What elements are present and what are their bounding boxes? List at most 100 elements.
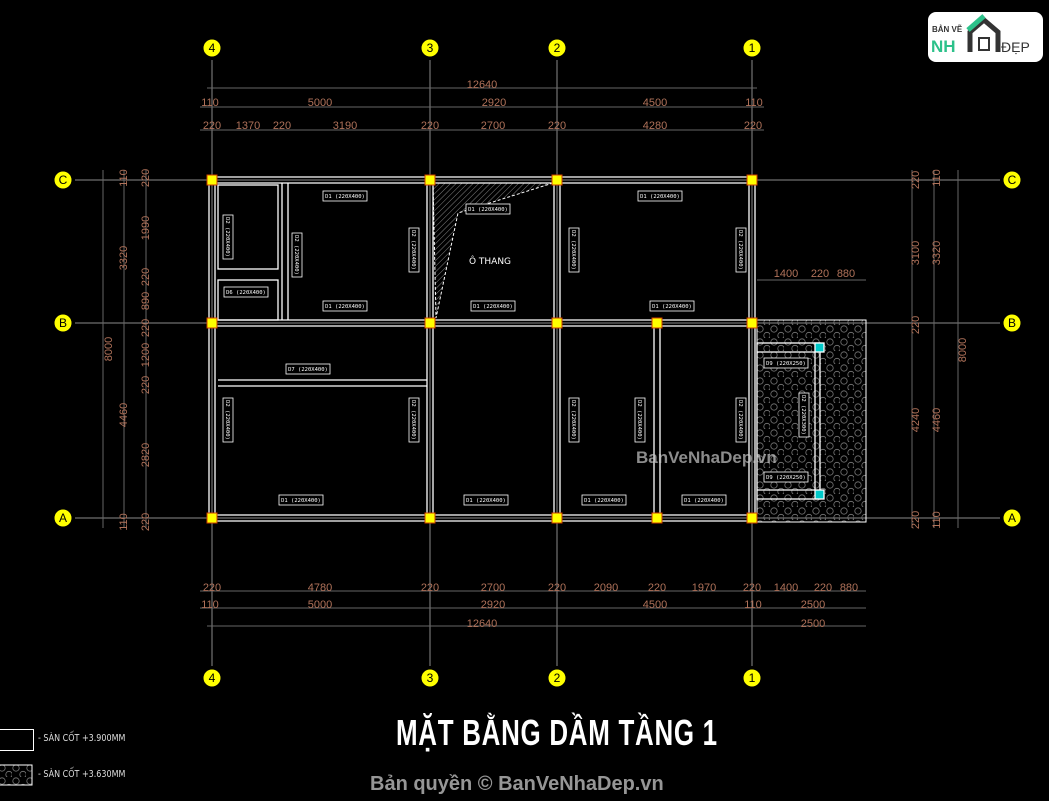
- beam-tag: D9 (220X250): [766, 475, 806, 481]
- column: [551, 174, 563, 186]
- columns: [206, 174, 758, 524]
- axis-label: B: [59, 316, 67, 330]
- dimension-text: 4460: [931, 408, 943, 432]
- beam-tag-box: [681, 494, 727, 506]
- column: [424, 512, 436, 524]
- legend-hatched-swatch: [0, 764, 33, 786]
- beam-tag-box: [463, 494, 509, 506]
- beam-tag: D2 (220X400): [410, 400, 416, 440]
- beam-tag-box: [465, 203, 511, 215]
- dimension-text: 2500: [801, 599, 825, 611]
- beam-tag: D1 (220X400): [473, 304, 513, 310]
- dimension-text: 220: [744, 120, 762, 132]
- axis-bubble: [742, 668, 762, 688]
- dimension-text: 3100: [910, 241, 922, 265]
- beam-tag: D2 (220X400): [737, 400, 743, 440]
- beam-tag: D2 (220X400): [636, 400, 642, 440]
- axis-bubble: [420, 668, 440, 688]
- dimension-text: 4500: [643, 599, 667, 611]
- beam-tag: D2 (220X400): [570, 230, 576, 270]
- beam-tag: D2 (220X400): [224, 217, 230, 257]
- dimension-text: 110: [118, 513, 130, 531]
- beam-tag: D1 (220X400): [652, 304, 692, 310]
- dimension-text: 5000: [308, 97, 332, 109]
- dimension-text: 220: [140, 268, 152, 286]
- column: [746, 317, 758, 329]
- dimension-text: 1970: [692, 582, 716, 594]
- dimension-text: 8000: [103, 337, 115, 361]
- column: [206, 174, 218, 186]
- house-icon: [967, 16, 1001, 52]
- dimension-text: 220: [140, 513, 152, 531]
- dimension-text: 2700: [481, 582, 505, 594]
- beam-tag: D7 (220X400): [288, 367, 328, 373]
- dimension-text: 3190: [333, 120, 357, 132]
- dimension-text: 220: [548, 120, 566, 132]
- column: [551, 317, 563, 329]
- dimension-text: 220: [814, 582, 832, 594]
- axis-label: 1: [749, 41, 756, 55]
- beam-tag: D2 (220X400): [410, 230, 416, 270]
- axis-label: C: [1008, 173, 1017, 187]
- dimension-text: 2920: [482, 97, 506, 109]
- axis-bubble: [420, 38, 440, 58]
- dimension-text: 220: [811, 268, 829, 280]
- beam-tag-box: [222, 214, 234, 260]
- watermark-center: BanVeNhaDep.vn: [636, 448, 777, 467]
- axis-bubble: [202, 38, 222, 58]
- beam-tag-box: [322, 190, 368, 202]
- dimension-text: 12640: [467, 79, 498, 91]
- dimension-text: 110: [201, 599, 219, 611]
- drawing-title: MẶT BẰNG DẦM TẦNG 1: [396, 712, 718, 753]
- legend-plain-swatch: [0, 729, 34, 751]
- dimension-text: 12640: [467, 618, 498, 630]
- brand-logo: BẢN VẼ NH ĐẸP: [928, 12, 1043, 62]
- dimension-text: 2700: [481, 120, 505, 132]
- axis-label: A: [1008, 511, 1016, 525]
- beam-tag-box: [581, 494, 627, 506]
- dimension-text: 110: [931, 169, 943, 187]
- dimension-text: 220: [421, 120, 439, 132]
- stair-room-label: Ô THANG: [469, 255, 511, 267]
- beam-tag: D1 (220X400): [640, 194, 680, 200]
- beam-tag-box: [649, 300, 695, 312]
- axis-bubble: [1002, 170, 1022, 190]
- axis-bubble: [202, 668, 222, 688]
- dimension-text: 220: [743, 582, 761, 594]
- dimension-text: 110: [744, 599, 762, 611]
- dimension-text: 110: [201, 97, 219, 109]
- dimension-text: 220: [140, 319, 152, 337]
- dimension-text: 220: [910, 511, 922, 529]
- dimension-text: 220: [648, 582, 666, 594]
- axis-label: 4: [209, 41, 216, 55]
- beam-tag-box: [735, 397, 747, 443]
- beam-tag: D2 (220X400): [293, 235, 299, 275]
- beam-tag-box: [637, 190, 683, 202]
- dimension-text: 1400: [774, 268, 798, 280]
- dimension-text: 1400: [774, 582, 798, 594]
- beam-tag: D1 (220X400): [684, 498, 724, 504]
- beam-tag-box: [568, 397, 580, 443]
- beam-tag-box: [285, 363, 331, 375]
- dimension-text: 110: [118, 169, 130, 187]
- beam-tag: D1 (220X400): [325, 194, 365, 200]
- beam-tag: D1 (220X400): [281, 498, 321, 504]
- beam-line: [217, 279, 279, 321]
- beam-tag: D9 (220X250): [766, 361, 806, 367]
- dimension-text: 220: [421, 582, 439, 594]
- beam-tag-box: [735, 227, 747, 273]
- axis-label: 3: [427, 671, 434, 685]
- beam-tag-box: [223, 286, 269, 298]
- axis-label: 1: [749, 671, 756, 685]
- beam-tag: D2 (220X400): [224, 400, 230, 440]
- dimension-text: 110: [931, 511, 943, 529]
- beam-tag: D1 (220X400): [325, 304, 365, 310]
- balcony-beam: [756, 342, 821, 500]
- column: [424, 317, 436, 329]
- dimension-text: 220: [910, 171, 922, 189]
- dimension-text: 220: [140, 376, 152, 394]
- dimension-text: 2090: [594, 582, 618, 594]
- beam-tags: D1 (220X400) D1 (220X400) D1 (220X400) D1 (…: [222, 190, 810, 506]
